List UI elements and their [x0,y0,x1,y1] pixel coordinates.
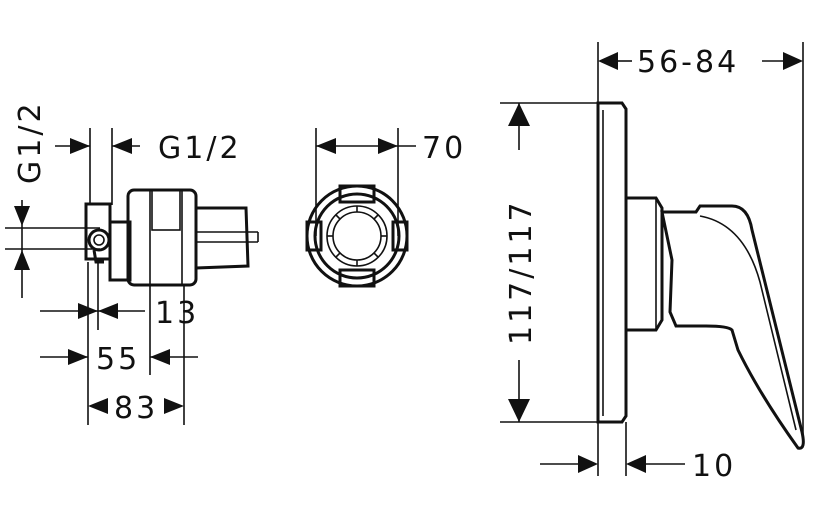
trim-lever-view: 56-84 117/117 10 [500,42,805,484]
dim-55: 55 [96,342,140,377]
dim-13: 13 [155,296,199,331]
dim-56-84: 56-84 [637,45,739,80]
dim-10: 10 [692,449,736,484]
valve-front-view: 70 [305,128,466,288]
dim-117-117: 117/117 [504,199,539,345]
dim-g12-vertical: G1/2 [13,100,48,184]
dim-70: 70 [422,131,466,166]
valve-side-view: G1/2 G1/2 13 55 [5,100,259,426]
dim-g12-horizontal: G1/2 [158,131,242,166]
dim-83: 83 [114,391,158,426]
